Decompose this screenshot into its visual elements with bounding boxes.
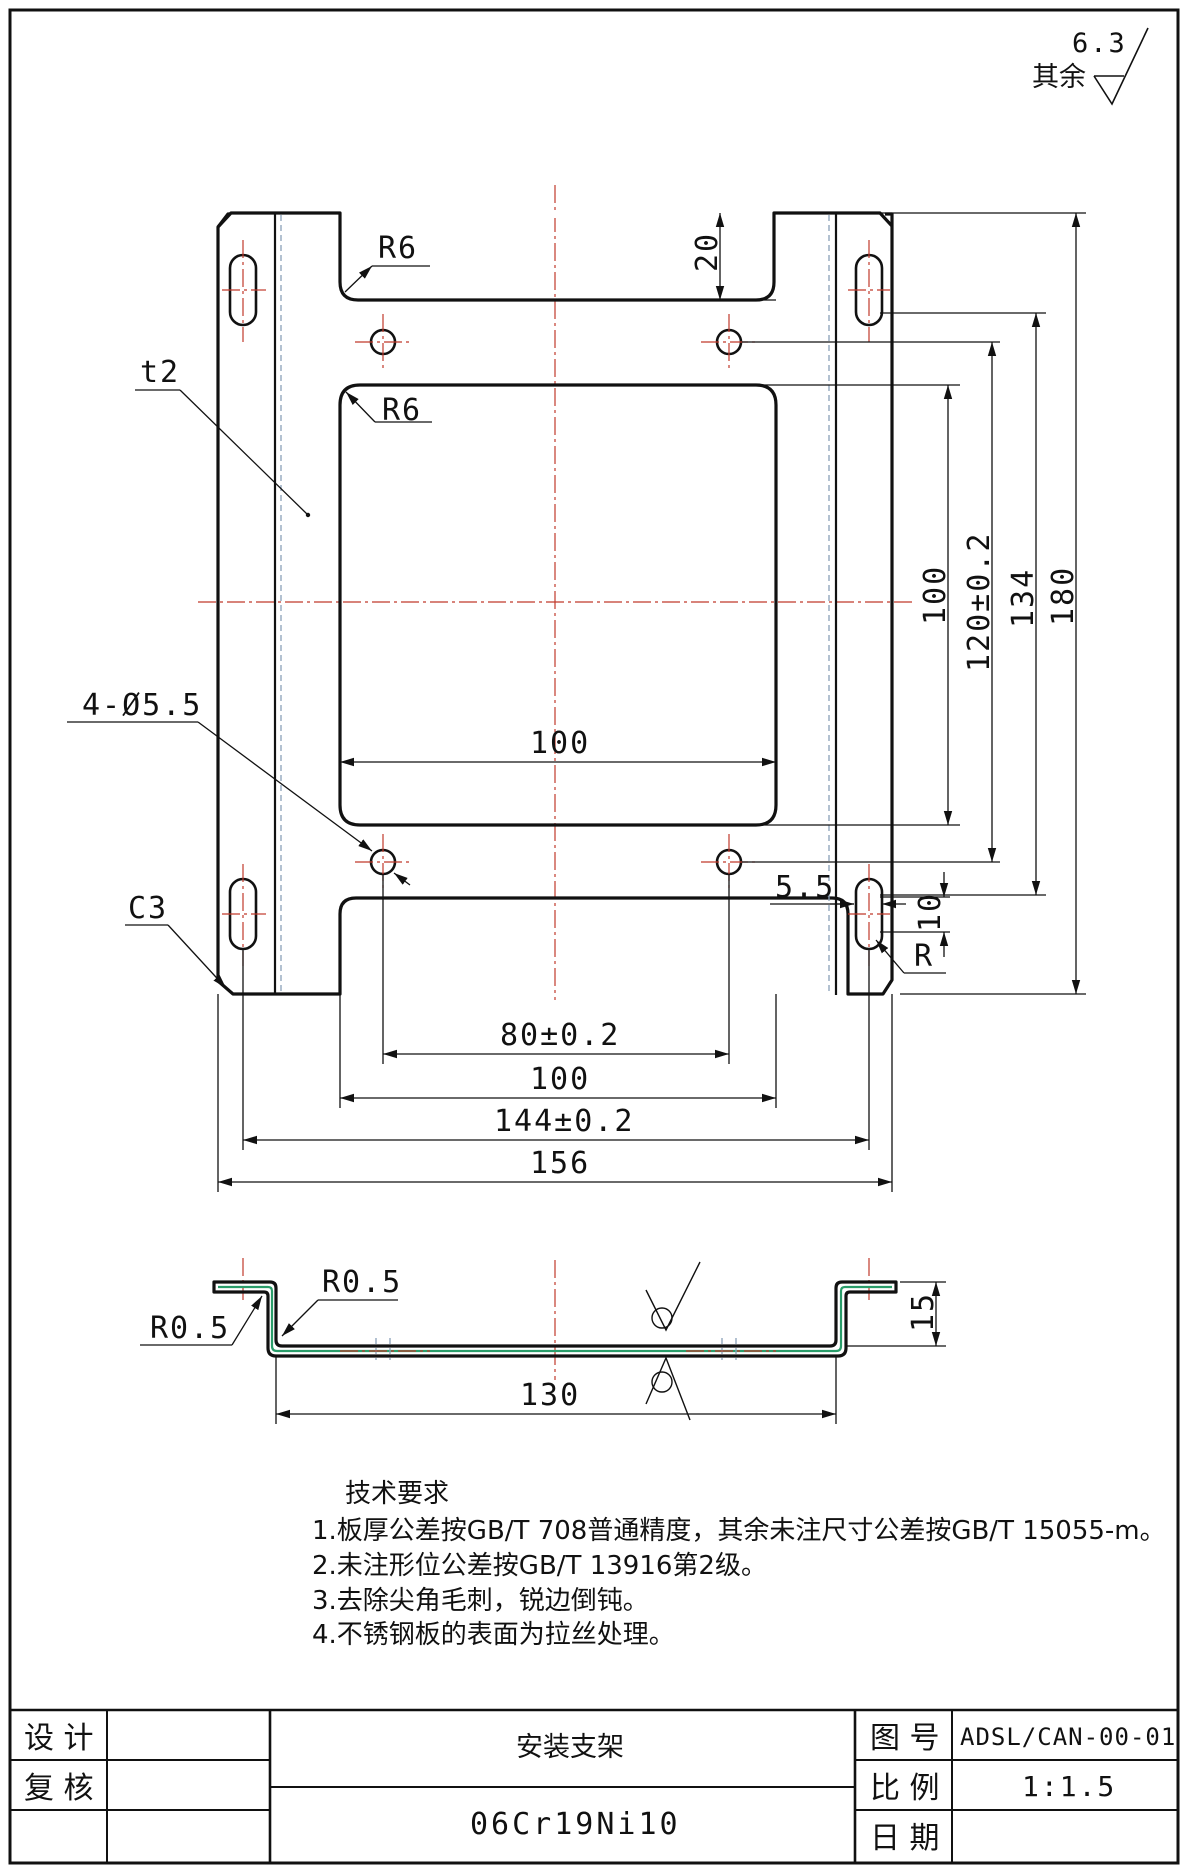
dim-overall-width: 156 <box>217 994 893 1192</box>
tech-notes-title: 技术要求 <box>345 1479 449 1509</box>
dim-inner-length: 130 <box>275 1356 837 1424</box>
svg-text:20: 20 <box>690 232 725 272</box>
svg-text:C3: C3 <box>128 891 168 926</box>
svg-text:R6: R6 <box>378 231 418 266</box>
side-view: R0.5 R0.5 130 15 <box>140 1258 946 1424</box>
svg-text:180: 180 <box>1046 566 1081 626</box>
surface-finish-value: 6.3 <box>1072 28 1127 59</box>
dim-tab-width: 100 <box>339 994 777 1108</box>
slot-top-right <box>848 240 890 342</box>
svg-text:120±0.2: 120±0.2 <box>962 532 997 672</box>
dim-flange-height: 15 <box>846 1281 946 1347</box>
svg-text:100: 100 <box>918 565 953 625</box>
svg-text:R0.5: R0.5 <box>150 1311 230 1346</box>
svg-text:10: 10 <box>913 892 948 932</box>
svg-text:100: 100 <box>530 726 590 761</box>
dim-window-width: 100 <box>340 726 776 767</box>
tech-note-1: 1.板厚公差按GB/T 708普通精度，其余未注尺寸公差按GB/T 15055-… <box>312 1516 1166 1546</box>
leader-thickness: t2 <box>135 355 311 518</box>
tech-note-3: 3.去除尖角毛刺，锐边倒钝。 <box>312 1586 649 1616</box>
scale: 1:1.5 <box>1022 1770 1116 1803</box>
slot-top-left <box>222 240 266 342</box>
svg-text:100: 100 <box>530 1062 590 1097</box>
svg-text:R0.5: R0.5 <box>322 1265 402 1300</box>
sheet-border <box>8 8 1180 1865</box>
side-profile-outline <box>212 1280 898 1358</box>
dim-slot-width: 5.5 <box>770 870 906 909</box>
leader-r6-window: R6 <box>345 391 432 428</box>
title-block: 设 计 复 核 安装支架 06Cr19Ni10 图 号 ADSL/CAN-00-… <box>10 1708 1178 1863</box>
svg-text:144±0.2: 144±0.2 <box>494 1104 634 1139</box>
dim-tab-height: 20 <box>690 212 900 301</box>
plan-view: R6 R6 t2 4-Ø5.5 C3 <box>67 185 1086 1192</box>
slot-bottom-left <box>222 864 266 966</box>
svg-text:15: 15 <box>906 1292 941 1332</box>
dim-window-height: 100 <box>760 384 960 826</box>
leader-r0-5-outer: R0.5 <box>140 1295 263 1346</box>
surface-finish-label: 其余 <box>1032 62 1086 93</box>
leader-slot-radius: R <box>875 939 946 974</box>
surface-finish-symbol: 6.3 其余 <box>1032 27 1149 106</box>
bracket-outline <box>216 212 894 996</box>
scale-label: 比 例 <box>870 1771 940 1806</box>
svg-text:5.5: 5.5 <box>775 870 835 905</box>
hole-top-left <box>355 314 411 370</box>
dim-hole-pitch-h: 80±0.2 <box>382 874 730 1064</box>
leader-holes: 4-Ø5.5 <box>67 688 411 886</box>
dim-hole-pitch-v: 120±0.2 <box>742 341 1000 863</box>
svg-text:t2: t2 <box>140 355 180 390</box>
dim-overall-height: 180 <box>900 212 1086 995</box>
tech-note-4: 4.不锈钢板的表面为拉丝处理。 <box>312 1620 675 1650</box>
leader-r0-5-inner: R0.5 <box>281 1265 402 1337</box>
review-label: 复 核 <box>24 1771 94 1806</box>
svg-text:130: 130 <box>520 1378 580 1413</box>
dim-slot-length: 10 <box>880 872 950 957</box>
bend-direction-symbol <box>645 1261 701 1421</box>
svg-text:4-Ø5.5: 4-Ø5.5 <box>82 688 202 723</box>
dim-slot-pitch-h: 144±0.2 <box>242 950 870 1150</box>
svg-text:134: 134 <box>1006 568 1041 628</box>
dim-slot-pitch-v: 134 <box>880 312 1046 896</box>
technical-requirements: 技术要求 1.板厚公差按GB/T 708普通精度，其余未注尺寸公差按GB/T 1… <box>312 1479 1166 1650</box>
part-name: 安装支架 <box>516 1732 624 1763</box>
drawing-no: ADSL/CAN-00-01 <box>960 1723 1176 1751</box>
drawing-no-label: 图 号 <box>870 1721 940 1756</box>
material: 06Cr19Ni10 <box>470 1807 681 1842</box>
design-label: 设 计 <box>24 1721 94 1756</box>
center-window <box>338 383 778 827</box>
svg-text:80±0.2: 80±0.2 <box>500 1018 620 1053</box>
date-label: 日 期 <box>870 1821 940 1856</box>
leader-r6-top: R6 <box>344 231 430 293</box>
slot-bottom-right <box>848 864 890 966</box>
leader-chamfer: C3 <box>125 891 227 989</box>
svg-text:R6: R6 <box>382 393 422 428</box>
tech-note-2: 2.未注形位公差按GB/T 13916第2级。 <box>312 1551 767 1581</box>
svg-text:156: 156 <box>530 1146 590 1181</box>
svg-text:R: R <box>914 939 934 974</box>
